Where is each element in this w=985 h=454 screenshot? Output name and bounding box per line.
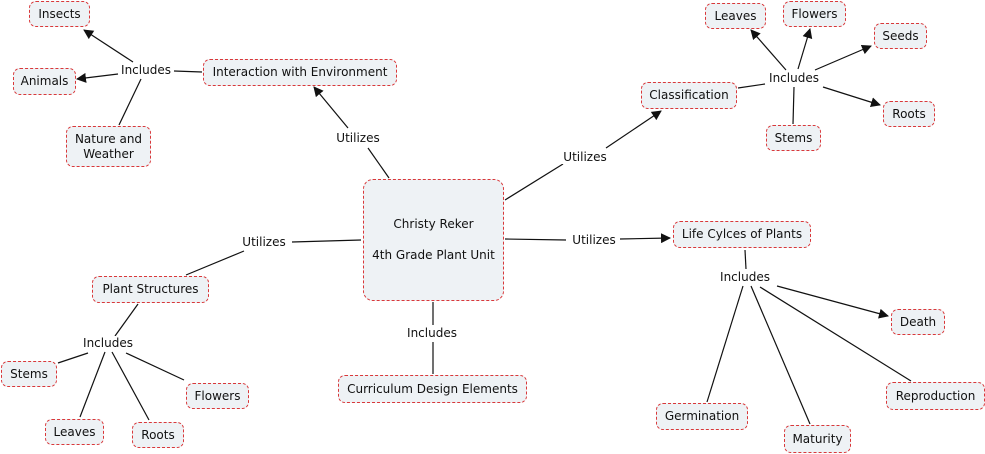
line-center-to-utilizes-life: [504, 238, 567, 241]
node-class-stems[interactable]: Stems: [766, 125, 821, 151]
line-to-maturity: [750, 285, 811, 425]
node-maturity[interactable]: Maturity: [784, 425, 851, 453]
node-label: Curriculum Design Elements: [347, 381, 518, 396]
link-label-includes-plant-structures: Includes: [81, 336, 135, 350]
node-label: Stems: [10, 366, 48, 381]
arrow-to-class-seeds: [814, 44, 872, 71]
node-animals[interactable]: Animals: [13, 68, 76, 95]
node-label: Reproduction: [895, 388, 976, 403]
line-classification-to-includes: [737, 83, 766, 89]
line-to-class-stems: [792, 86, 795, 125]
line-to-ps-stems: [57, 352, 89, 364]
line-life-to-includes: [744, 249, 747, 270]
link-label-utilizes-classification: Utilizes: [561, 150, 609, 164]
node-ps-leaves[interactable]: Leaves: [45, 419, 104, 445]
node-label: Nature and: [74, 131, 143, 146]
line-center-to-utilizes-classification: [504, 163, 564, 201]
node-curriculum-design-elements[interactable]: Curriculum Design Elements: [338, 375, 527, 403]
node-label: Interaction with Environment: [212, 65, 388, 79]
node-interaction-with-environment[interactable]: Interaction with Environment: [203, 59, 397, 86]
node-class-flowers[interactable]: Flowers: [783, 1, 846, 27]
node-nature-and-weather[interactable]: Nature and Weather: [66, 126, 151, 167]
node-class-roots[interactable]: Roots: [883, 101, 935, 127]
node-insects[interactable]: Insects: [29, 1, 90, 27]
node-label: Roots: [892, 106, 926, 121]
arrow-to-class-roots: [822, 86, 881, 108]
line-to-germination: [706, 285, 744, 403]
node-label: Weather: [83, 146, 134, 161]
line-to-ps-leaves: [79, 351, 106, 418]
line-center-to-utilizes-interaction: [367, 147, 390, 179]
node-label: Life Cylces of Plants: [681, 227, 803, 241]
center-node[interactable]: Christy Reker 4th Grade Plant Unit: [363, 179, 504, 301]
link-label-utilizes-plant-structures: Utilizes: [240, 235, 288, 249]
node-label: Maturity: [792, 431, 843, 446]
node-plant-structures[interactable]: Plant Structures: [92, 276, 209, 303]
line-to-ps-flowers: [125, 352, 185, 381]
arrow-to-classification: [605, 110, 662, 149]
node-germination[interactable]: Germination: [656, 403, 748, 430]
node-label: Flowers: [791, 6, 838, 21]
node-label: Germination: [664, 409, 740, 423]
line-ps-to-includes: [114, 303, 139, 337]
line-to-ps-roots: [111, 351, 150, 421]
node-label: Roots: [141, 427, 175, 442]
line-to-nature: [118, 78, 142, 126]
node-label: Stems: [774, 130, 813, 145]
arrow-to-class-flowers: [797, 28, 813, 70]
node-ps-roots[interactable]: Roots: [132, 422, 184, 448]
node-label: Death: [899, 314, 937, 329]
center-node-subtitle: 4th Grade Plant Unit: [372, 248, 495, 262]
node-death[interactable]: Death: [891, 309, 945, 335]
link-label-includes-classification: Includes: [767, 71, 821, 85]
node-class-seeds[interactable]: Seeds: [874, 23, 927, 49]
arrow-to-animals: [76, 72, 119, 83]
arrow-to-interaction: [313, 86, 349, 129]
node-label: Insects: [38, 6, 81, 21]
node-ps-stems[interactable]: Stems: [1, 361, 57, 387]
link-label-utilizes-life-cycles: Utilizes: [570, 233, 618, 247]
link-label-includes-interaction: Includes: [119, 63, 173, 77]
node-class-leaves[interactable]: Leaves: [705, 3, 766, 29]
link-label-includes-curriculum: Includes: [405, 326, 459, 340]
arrow-to-death: [776, 285, 889, 319]
node-label: Leaves: [714, 8, 757, 23]
node-label: Animals: [20, 74, 69, 88]
link-label-utilizes-interaction: Utilizes: [334, 131, 382, 145]
line-interaction-to-includes: [173, 70, 203, 73]
node-life-cycles-of-plants[interactable]: Life Cylces of Plants: [673, 221, 811, 248]
node-label: Classification: [649, 88, 729, 102]
node-ps-flowers[interactable]: Flowers: [186, 383, 249, 409]
node-label: Leaves: [53, 424, 96, 439]
line-to-reproduction: [759, 286, 912, 382]
node-classification[interactable]: Classification: [641, 82, 737, 109]
node-label: Seeds: [882, 28, 919, 43]
arrow-to-life-cycles: [619, 233, 671, 244]
node-reproduction[interactable]: Reproduction: [886, 382, 985, 410]
arrow-to-class-leaves: [750, 29, 787, 71]
center-node-name: Christy Reker: [393, 217, 474, 231]
arrow-to-insects: [83, 29, 134, 63]
line-utilizes-to-plant-structures: [185, 250, 245, 276]
link-label-includes-life-cycles: Includes: [718, 270, 772, 284]
line-center-to-utilizes-ps: [291, 239, 362, 243]
node-label: Plant Structures: [102, 282, 199, 296]
node-label: Flowers: [194, 388, 241, 403]
